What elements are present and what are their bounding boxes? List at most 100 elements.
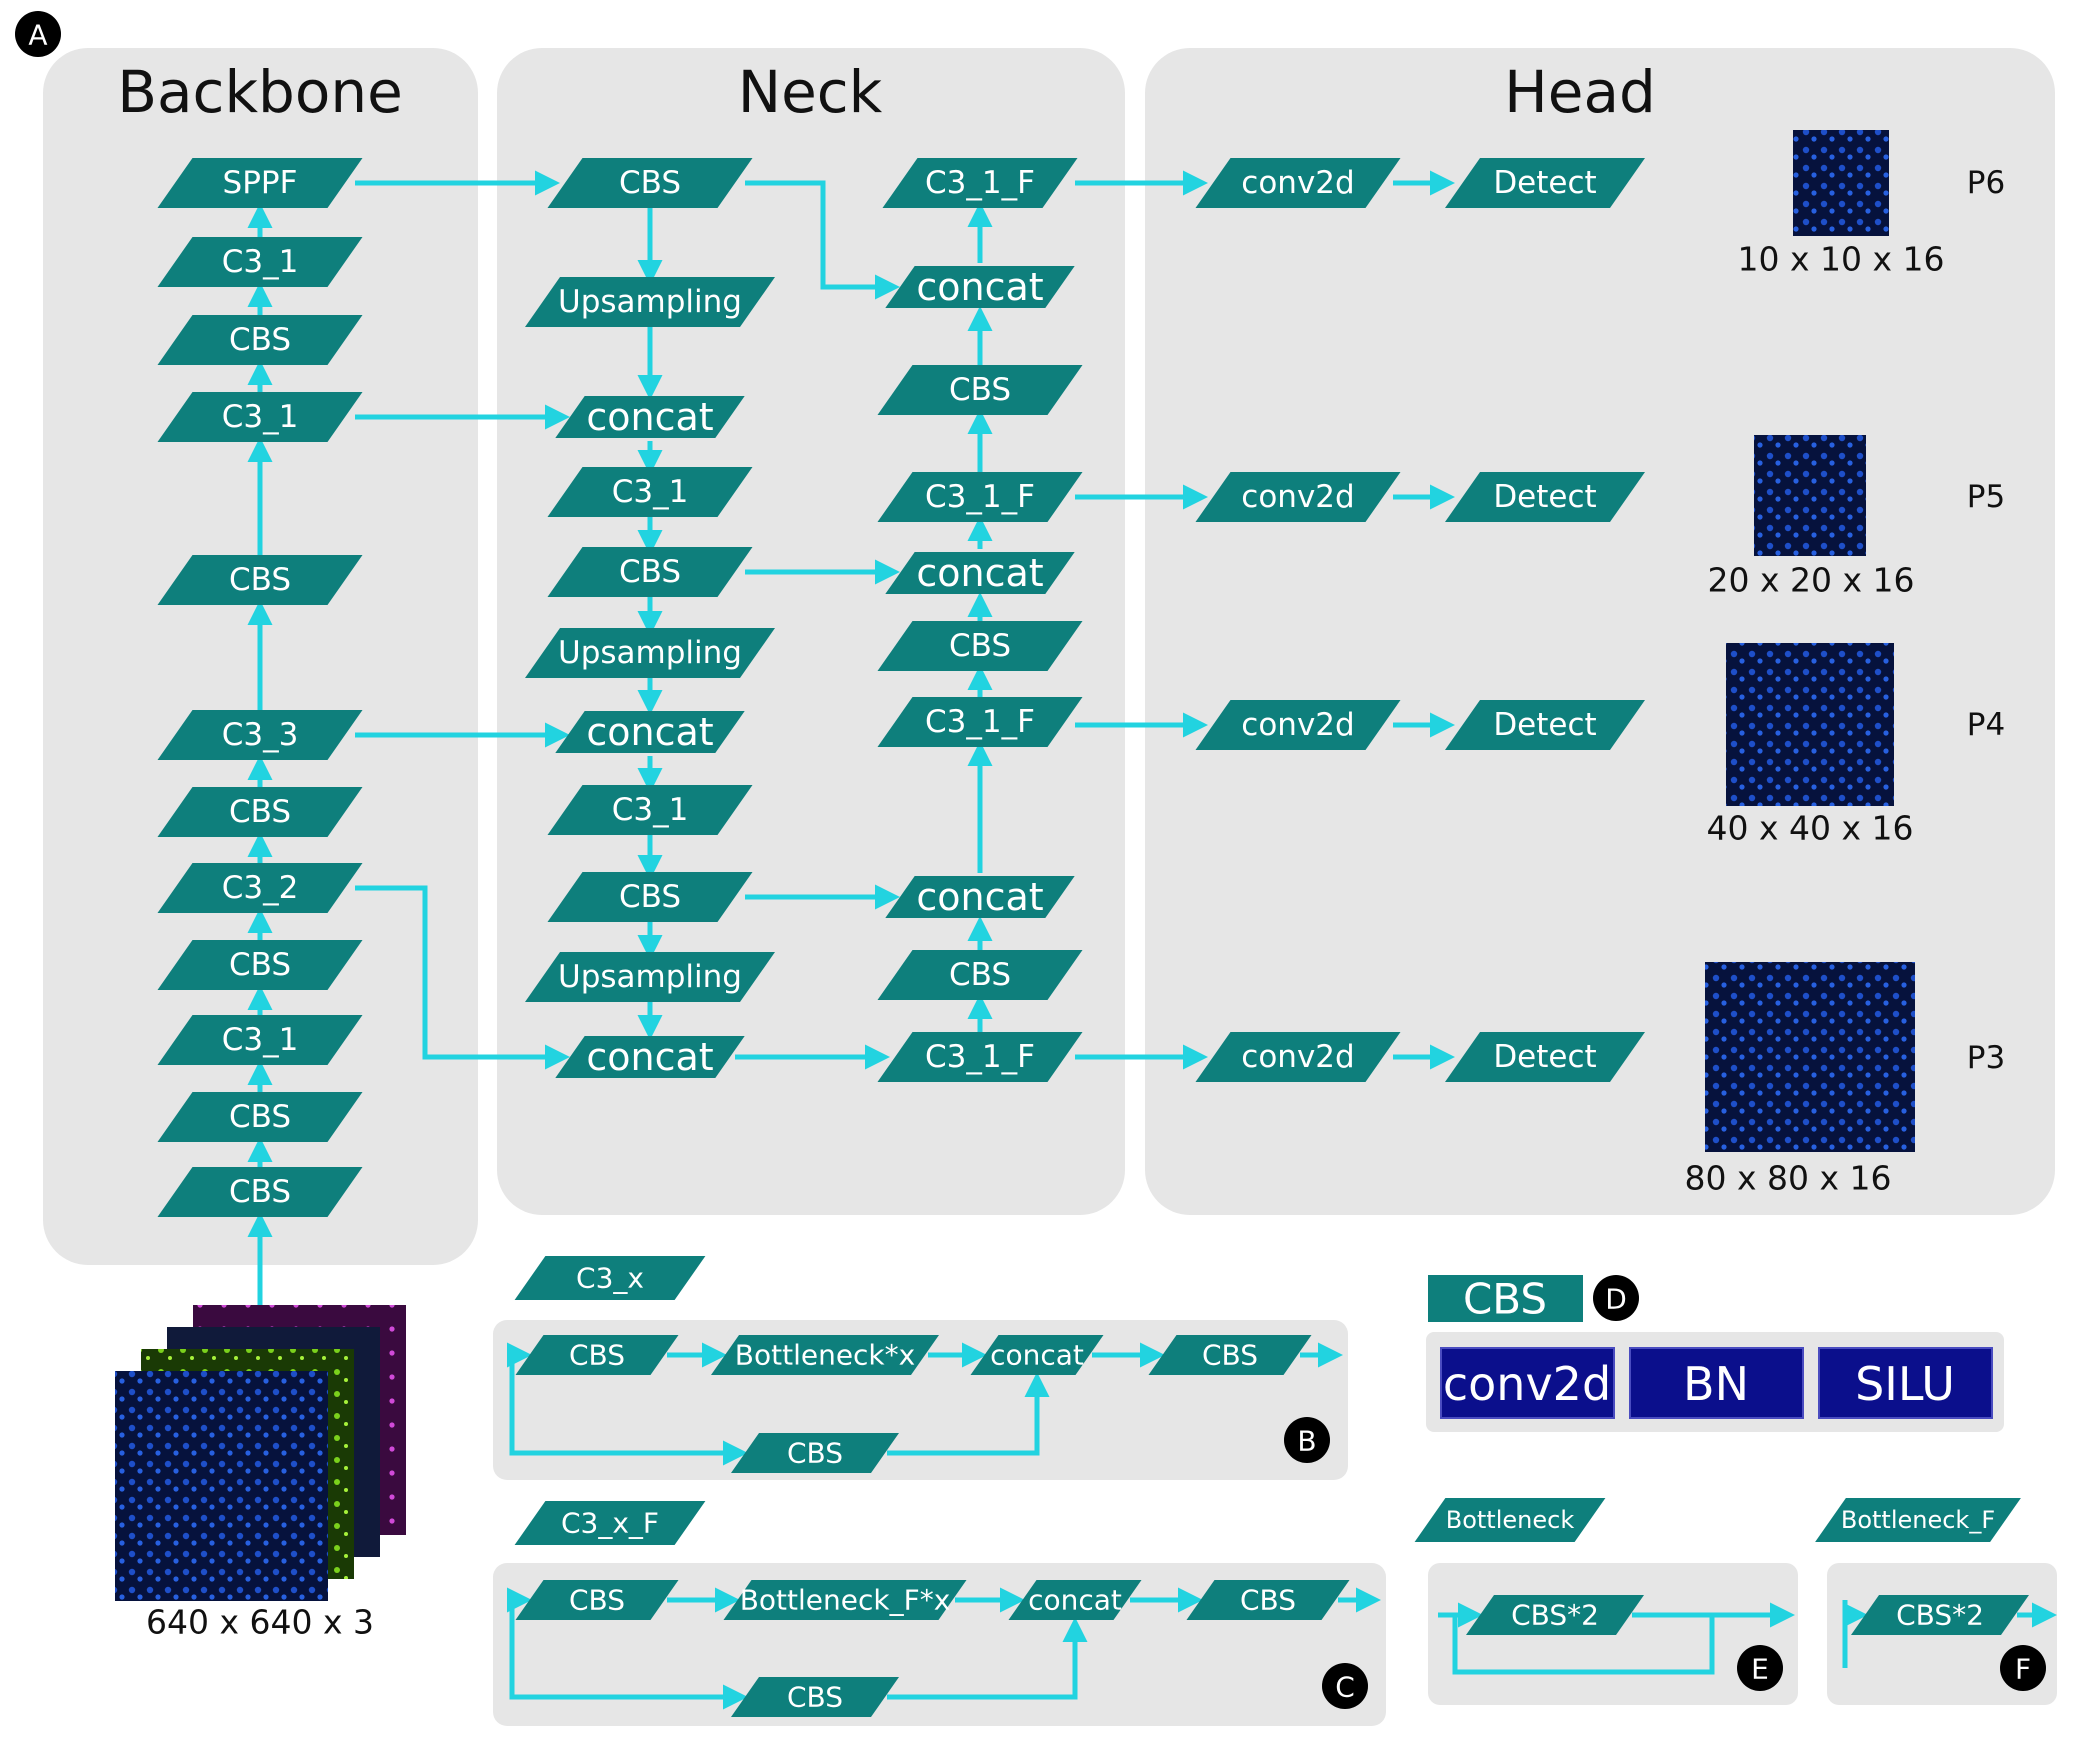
head-conv2d-0-box xyxy=(1195,158,1401,208)
backbone-node-5-c3-3-box xyxy=(157,710,363,760)
backbone-node-9-c3-1: C3_1 xyxy=(222,1022,299,1058)
badge-d-label: D xyxy=(1605,1283,1627,1316)
backbone-node-11-cbs-box xyxy=(157,1167,363,1217)
feature-maps xyxy=(1705,130,1915,1152)
neck-right-node-5-cbs: CBS xyxy=(949,628,1011,664)
neck-left-node-1-upsampling: Upsampling xyxy=(558,284,742,320)
badge-c xyxy=(1322,1663,1368,1709)
module-e-node-box xyxy=(1466,1595,1644,1635)
module-c-node-0-cbs-box xyxy=(515,1580,679,1620)
flow-neck-cbs-to-concat-top xyxy=(745,180,900,300)
neck-left-node-10-concat: concat xyxy=(586,1035,713,1079)
badge-b xyxy=(1284,1417,1330,1463)
label-p6: P6 xyxy=(1967,165,2005,201)
neck-right-node-6-c3-1-f-box xyxy=(877,697,1083,747)
neck-right-node-4-concat: concat xyxy=(916,551,1043,595)
flow-b-shortcut-in xyxy=(509,1355,748,1466)
backbone-node-6-cbs-box xyxy=(157,787,363,837)
input-image-stack xyxy=(115,1305,406,1601)
flow-c-shortcut-in xyxy=(509,1600,748,1710)
head-title: Head xyxy=(1504,58,1656,126)
backbone-node-6-cbs: CBS xyxy=(229,794,291,830)
badge-d xyxy=(1593,1275,1639,1321)
neck-left-node-5-upsampling-box xyxy=(525,628,775,678)
neck-left-node-2-concat: concat xyxy=(586,395,713,439)
module-e-title-box xyxy=(1414,1498,1606,1542)
backbone-node-11-cbs: CBS xyxy=(229,1174,291,1210)
neck-title: Neck xyxy=(738,58,883,126)
backbone-node-2-cbs-box xyxy=(157,315,363,365)
head-detect-3: Detect xyxy=(1493,1039,1596,1075)
module-c-title-box xyxy=(514,1501,706,1545)
feature-map-p5 xyxy=(1754,435,1866,556)
badge-b-label: B xyxy=(1297,1425,1316,1458)
badge-f-label: F xyxy=(2015,1653,2031,1686)
head-detect-2: Detect xyxy=(1493,707,1596,743)
neck-right-node-0-c3-1-f-box xyxy=(882,158,1078,208)
nodes: SPPFC3_1CBSC3_1CBSC3_3CBSC3_2CBSC3_1CBSC… xyxy=(157,158,2029,1717)
neck-left-node-1-upsampling-box xyxy=(525,277,775,327)
module-b-node-0-cbs-box xyxy=(515,1335,679,1375)
backbone-node-9-c3-1-box xyxy=(157,1015,363,1065)
neck-left-node-6-concat-box xyxy=(555,711,745,753)
neck-left-node-5-upsampling: Upsampling xyxy=(558,635,742,671)
dims-p3: 80 x 80 x 16 xyxy=(1685,1159,1892,1198)
module-b-shortcut-box xyxy=(731,1433,899,1473)
module-b-title: C3_x xyxy=(576,1262,644,1295)
head-conv2d-3-box xyxy=(1195,1032,1401,1082)
backbone-node-4-cbs-box xyxy=(157,555,363,605)
neck-right-node-6-c3-1-f: C3_1_F xyxy=(925,704,1035,740)
backbone-node-10-cbs: CBS xyxy=(229,1099,291,1135)
head-detect-0-box xyxy=(1445,158,1645,208)
flow-c-shortcut-out xyxy=(887,1617,1088,1700)
module-c-node-1-bottleneck-f-x: Bottleneck_F*x xyxy=(740,1584,951,1617)
neck-right-node-7-concat-box xyxy=(885,876,1075,918)
feature-map-p4 xyxy=(1726,643,1894,806)
badge-a-label: A xyxy=(28,19,47,52)
module-d-title: CBS xyxy=(1463,1275,1547,1324)
neck-left-node-0-cbs: CBS xyxy=(619,165,681,201)
flow-c3-2-to-concat xyxy=(355,885,570,1070)
neck-left-node-0-cbs-box xyxy=(547,158,753,208)
module-c-node-3-cbs-box xyxy=(1186,1580,1350,1620)
head-detect-1: Detect xyxy=(1493,479,1596,515)
neck-left-node-3-c3-1: C3_1 xyxy=(612,474,689,510)
backbone-node-8-cbs: CBS xyxy=(229,947,291,983)
module-d-title-box xyxy=(1428,1275,1583,1322)
backbone-node-1-c3-1-box xyxy=(157,237,363,287)
module-f-title-box xyxy=(1815,1498,2021,1542)
cbs-part-bn xyxy=(1629,1347,1804,1419)
head-conv2d-1-box xyxy=(1195,472,1401,522)
module-c-node-2-concat-box xyxy=(1008,1580,1142,1620)
head-panel xyxy=(1145,48,2055,1215)
neck-right-node-3-c3-1-f: C3_1_F xyxy=(925,479,1035,515)
head-conv2d-2: conv2d xyxy=(1241,707,1354,743)
module-b-node-0-cbs: CBS xyxy=(569,1339,625,1372)
backbone-node-8-cbs-box xyxy=(157,940,363,990)
module-c-node-3-cbs: CBS xyxy=(1240,1584,1296,1617)
neck-right-node-1-concat: concat xyxy=(916,265,1043,309)
neck-right-node-9-c3-1-f: C3_1_F xyxy=(925,1039,1035,1075)
backbone-node-0-sppf: SPPF xyxy=(223,165,298,201)
label-p3: P3 xyxy=(1967,1040,2005,1076)
neck-left-node-9-upsampling: Upsampling xyxy=(558,959,742,995)
module-f-node-box xyxy=(1851,1595,2029,1635)
neck-left-node-10-concat-box xyxy=(555,1036,745,1078)
backbone-title: Backbone xyxy=(117,58,403,126)
dims-p6: 10 x 10 x 16 xyxy=(1738,240,1945,279)
module-f-node: CBS*2 xyxy=(1896,1599,1984,1632)
module-b-title-box xyxy=(514,1256,706,1300)
neck-right-node-2-cbs: CBS xyxy=(949,372,1011,408)
cbs-part-conv2d xyxy=(1440,1347,1615,1419)
head-conv2d-1: conv2d xyxy=(1241,479,1354,515)
feature-map-p3 xyxy=(1705,962,1915,1152)
neck-right-node-9-c3-1-f-box xyxy=(877,1032,1083,1082)
module-c-shortcut: CBS xyxy=(787,1681,843,1714)
module-c-node-0-cbs: CBS xyxy=(569,1584,625,1617)
head-detect-0: Detect xyxy=(1493,165,1596,201)
backbone-node-3-c3-1-box xyxy=(157,392,363,442)
neck-right-node-8-cbs: CBS xyxy=(949,957,1011,993)
badge-c-label: C xyxy=(1335,1671,1355,1704)
module-b-node-3-cbs: CBS xyxy=(1202,1339,1258,1372)
